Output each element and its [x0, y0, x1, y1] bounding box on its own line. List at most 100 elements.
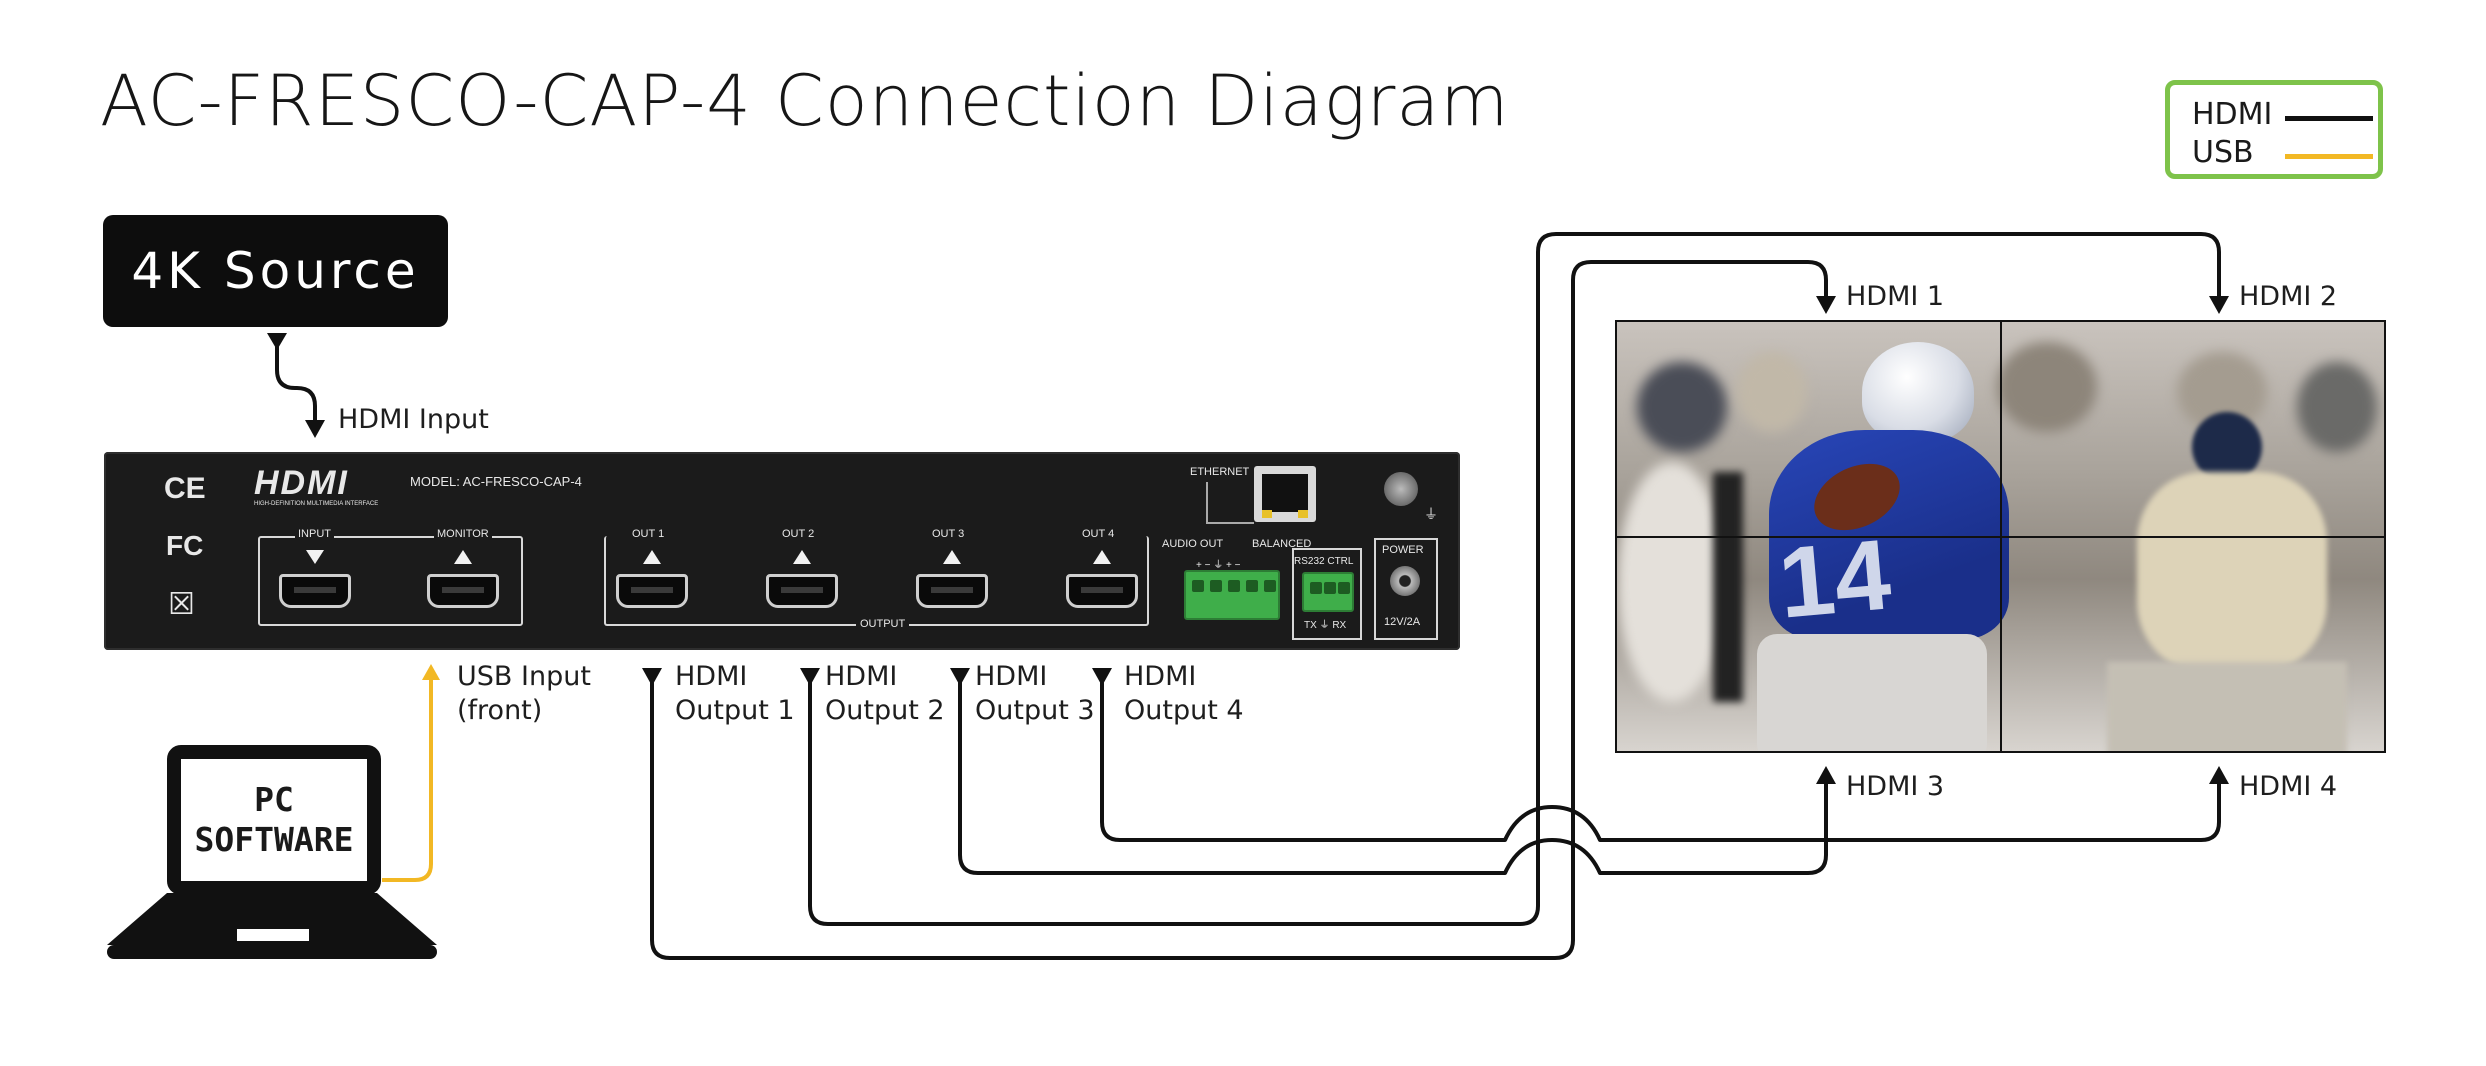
weee-icon: ☒ — [168, 588, 195, 621]
input-port-group — [258, 536, 523, 626]
hdmi-out4-port[interactable] — [1066, 574, 1138, 608]
txrx-label: TX ⏚ RX — [1304, 620, 1347, 631]
legend-usb-swatch — [2285, 154, 2373, 159]
output-1-line2: Output 1 — [675, 695, 795, 726]
out4-arrow-icon — [1093, 550, 1111, 564]
power-jack[interactable] — [1390, 566, 1420, 596]
output-4-line2: Output 4 — [1124, 695, 1244, 726]
legend: HDMI USB — [2165, 80, 2383, 179]
hdmi-out1-port[interactable] — [616, 574, 688, 608]
legend-hdmi-label: HDMI — [2192, 97, 2273, 132]
line-source-to-input — [275, 335, 317, 430]
out2-arrow-icon — [793, 550, 811, 564]
line-output-2 — [808, 232, 2221, 926]
page-title: AC-FRESCO-CAP-4 Connection Diagram — [100, 60, 1510, 142]
player-pants — [1757, 634, 1987, 751]
out3-port-label: OUT 3 — [932, 528, 965, 540]
usb-input-line1: USB Input — [457, 661, 591, 692]
monitor-port-label: MONITOR — [434, 528, 492, 540]
hdmi-input-port[interactable] — [279, 574, 351, 608]
ce-mark: CE — [164, 472, 206, 505]
audio-out-label: AUDIO OUT — [1162, 538, 1224, 550]
arrow-out4 — [1092, 668, 1112, 686]
player-helmet — [1862, 342, 1974, 442]
model-label: MODEL: AC-FRESCO-CAP-4 — [410, 474, 582, 489]
output-label: OUTPUT — [856, 618, 910, 630]
output-1-label: HDMI Output 1 — [675, 660, 795, 728]
fcc-mark: FC — [166, 530, 204, 561]
output-2-label: HDMI Output 2 — [825, 660, 945, 728]
laptop-screen: PC SOFTWARE — [167, 745, 381, 895]
screen-in-2-label: HDMI 2 — [2239, 281, 2338, 312]
arrow-screen-4 — [2209, 766, 2229, 784]
audio-out-terminal[interactable] — [1184, 570, 1280, 620]
legend-hdmi-swatch — [2285, 116, 2373, 121]
player-jersey — [1769, 430, 2009, 640]
power-frame — [1374, 538, 1438, 640]
player2-pants — [2107, 662, 2347, 751]
source-label: 4K Source — [131, 242, 420, 300]
player2-jersey — [2137, 472, 2327, 672]
rs232-label: RS232 CTRL — [1294, 556, 1354, 567]
ground-screw-icon — [1384, 472, 1418, 506]
arrow-out1 — [642, 668, 662, 686]
output-2-line2: Output 2 — [825, 695, 945, 726]
balanced-label: BALANCED — [1252, 538, 1312, 550]
output-2-line1: HDMI — [825, 661, 898, 692]
output-3-line2: Output 3 — [975, 695, 1095, 726]
output-4-line1: HDMI — [1124, 661, 1197, 692]
arrow-hdmi-input — [305, 420, 325, 438]
hdmi-out3-port[interactable] — [916, 574, 988, 608]
ground-symbol-icon: ⏚ — [1424, 506, 1438, 522]
out3-arrow-icon — [943, 550, 961, 564]
capture-device: CE FC ☒ HDMI HIGH-DEFINITION MULTIMEDIA … — [104, 452, 1460, 650]
rs232-frame — [1292, 548, 1362, 640]
arrow-screen-3 — [1816, 766, 1836, 784]
video-wall-display: 14 — [1615, 320, 2386, 753]
line-output-1 — [650, 260, 1828, 960]
out1-arrow-icon — [643, 550, 661, 564]
output-3-line1: HDMI — [975, 661, 1048, 692]
arrow-out2 — [800, 668, 820, 686]
output-1-line1: HDMI — [675, 661, 748, 692]
input-arrow-icon — [306, 550, 324, 564]
screen-in-4-label: HDMI 4 — [2239, 771, 2338, 802]
player2-helmet — [2192, 412, 2262, 482]
wall-divider-horizontal — [1617, 536, 2384, 538]
input-port-label: INPUT — [295, 528, 334, 540]
hdmi-input-label: HDMI Input — [338, 404, 489, 435]
out1-port-label: OUT 1 — [632, 528, 665, 540]
arrow-source-down — [267, 333, 287, 350]
power-label: POWER — [1382, 544, 1424, 556]
line-usb — [382, 672, 433, 882]
line-output-4 — [1100, 670, 2221, 842]
arrow-screen-1 — [1816, 296, 1836, 314]
audio-pins-label: + − ⏚ + − — [1196, 560, 1241, 571]
screen-in-1-label: HDMI 1 — [1846, 281, 1945, 312]
hdmi-out2-port[interactable] — [766, 574, 838, 608]
usb-input-line2: (front) — [457, 695, 543, 726]
output-4-label: HDMI Output 4 — [1124, 660, 1244, 728]
out2-port-label: OUT 2 — [782, 528, 815, 540]
arrow-screen-2 — [2209, 296, 2229, 314]
rs232-terminal[interactable] — [1302, 572, 1354, 612]
power-rating-label: 12V/2A — [1384, 616, 1421, 628]
arrow-out3 — [950, 668, 970, 686]
ethernet-port[interactable] — [1254, 466, 1316, 522]
source-box: 4K Source — [103, 215, 448, 327]
laptop-label-line2: SOFTWARE — [194, 820, 354, 859]
hdmi-logo: HDMI — [254, 464, 349, 502]
line-output-3 — [958, 670, 1828, 875]
laptop-base — [107, 893, 437, 959]
laptop-label-line1: PC — [254, 780, 294, 819]
screen-in-3-label: HDMI 3 — [1846, 771, 1945, 802]
usb-input-label: USB Input (front) — [457, 660, 591, 728]
hdmi-logo-sub: HIGH-DEFINITION MULTIMEDIA INTERFACE — [254, 501, 379, 507]
legend-usb-label: USB — [2192, 135, 2254, 170]
ethernet-label: ETHERNET — [1190, 466, 1250, 478]
hdmi-monitor-port[interactable] — [427, 574, 499, 608]
out4-port-label: OUT 4 — [1082, 528, 1115, 540]
output-3-label: HDMI Output 3 — [975, 660, 1095, 728]
arrow-usb — [422, 664, 440, 680]
